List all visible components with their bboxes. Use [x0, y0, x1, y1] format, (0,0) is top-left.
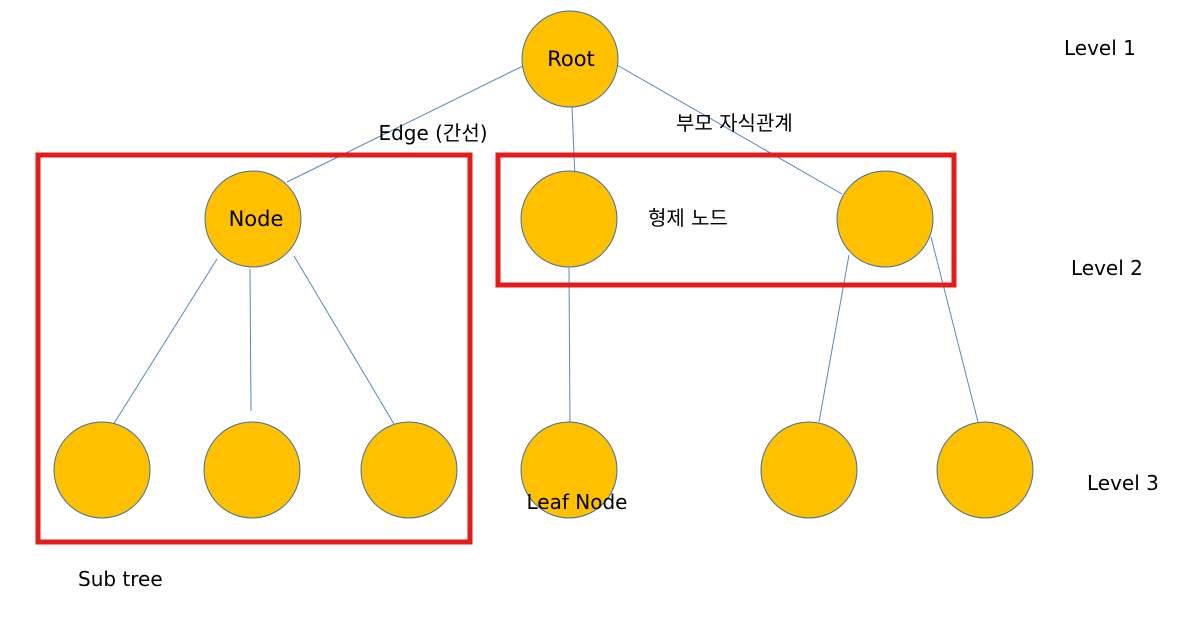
subtree-label: Sub tree: [78, 567, 163, 591]
sibling-node-left: [520, 170, 618, 268]
sibling-node-right: [836, 170, 934, 268]
subtree-child-3: [360, 421, 458, 519]
sibling-label: 형제 노드: [648, 206, 728, 230]
edge-node-child-1: [112, 258, 218, 426]
edge-right-child-2: [930, 236, 979, 423]
subtree-child-2: [203, 421, 301, 519]
level-1-label: Level 1: [1064, 36, 1136, 60]
edge-label: Edge (간선): [378, 121, 487, 145]
subtree-box: [35, 152, 473, 545]
right-child-2: [936, 421, 1034, 519]
right-child-1: [760, 421, 858, 519]
root-label: Root: [547, 47, 595, 71]
parent-child-label: 부모 자식관계: [676, 111, 793, 135]
leaf-node-label: Leaf Node: [527, 490, 628, 514]
leaf-node: [520, 421, 618, 519]
edge-right-child-1: [818, 254, 850, 423]
sibling-box: [495, 152, 957, 288]
edge-node-child-2: [249, 268, 252, 412]
edge-middle-leaf: [568, 267, 571, 428]
level-3-label: Level 3: [1087, 471, 1159, 495]
edge-root-middle: [571, 106, 576, 179]
edge-root-right: [616, 64, 843, 195]
edge-root-node: [286, 63, 528, 183]
level-2-label: Level 2: [1071, 256, 1143, 280]
edge-node-child-3: [293, 255, 398, 430]
node-label: Node: [229, 207, 284, 231]
subtree-child-1: [53, 421, 151, 519]
root-node: [521, 10, 619, 108]
node-node: [204, 170, 302, 268]
